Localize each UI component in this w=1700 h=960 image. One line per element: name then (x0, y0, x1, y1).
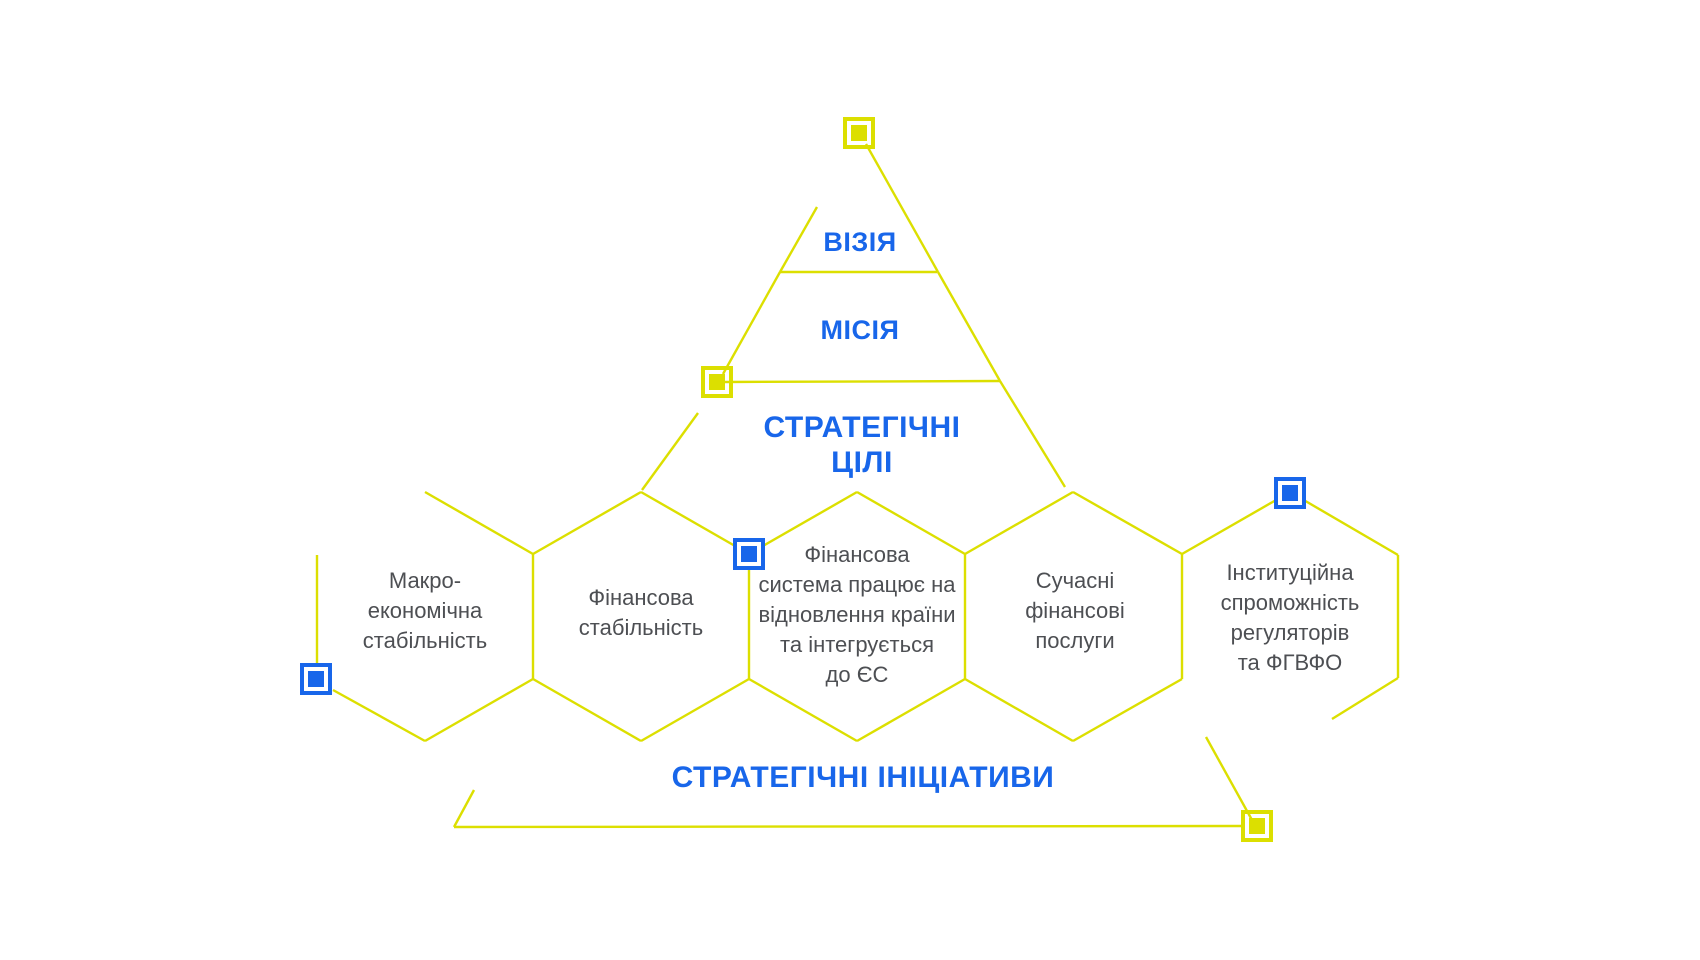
strategic-initiatives-heading: СТРАТЕГІЧНІ ІНІЦІАТИВИ (671, 761, 1055, 794)
goals-base-line (722, 379, 1001, 384)
marker-inner-square (851, 125, 867, 141)
initiatives-line (452, 789, 476, 828)
pyramid-edge-line (721, 271, 782, 375)
hexagon-edge-line (856, 677, 966, 743)
hexagon-edge-line (1289, 490, 1399, 557)
goal-finsystem-marker-icon (733, 538, 765, 570)
hexagon-edge-line (640, 677, 750, 743)
pyramid-edge-line (641, 412, 699, 491)
goal-macro-label: Макро- економічна стабільність (362, 568, 488, 653)
vision-marker-icon (843, 117, 875, 149)
mission-heading: МІСІЯ (820, 315, 900, 345)
marker-inner-square (709, 374, 725, 390)
hexagon-edge-line (424, 677, 534, 743)
hexagon-edge-line (748, 490, 858, 556)
hexagon-edge-line (532, 490, 642, 556)
marker-inner-square (1249, 818, 1265, 834)
hexagon-edge-line (748, 677, 858, 743)
vision-heading: ВІЗІЯ (823, 227, 897, 257)
strategic-goals-heading: СТРАТЕГІЧНІ ЦІЛІ (763, 411, 961, 479)
goal-institutional-marker-icon (1274, 477, 1306, 509)
goal-institutional-label: Інституційна спроможність регуляторів та… (1220, 560, 1360, 675)
hexagon-edge-line (856, 490, 966, 556)
goal-finstability-label: Фінансова стабільність (578, 585, 704, 640)
hexagon-edge-line (964, 490, 1074, 556)
marker-inner-square (308, 671, 324, 687)
hexagon-edge-line (1331, 676, 1399, 721)
goal-macro-marker-icon (300, 663, 332, 695)
pyramid-edge-line (998, 380, 1067, 488)
hexagon-edge-line (640, 490, 750, 556)
initiatives-line (453, 824, 1246, 829)
pyramid-edge-line (778, 206, 819, 273)
pyramid-edge-line (936, 271, 1002, 382)
hexagon-edge-line (1181, 490, 1291, 556)
hexagon-edge-line (1072, 677, 1183, 743)
goal-modern-services-label: Сучасні фінансові послуги (1025, 568, 1125, 653)
pyramid-edge-line (864, 143, 940, 273)
marker-inner-square (1282, 485, 1298, 501)
hexagon-edge-line (332, 688, 426, 743)
hexagon-edge-line (532, 677, 642, 743)
goal-finsystem-label: Фінансова система працює на відновлення … (758, 542, 956, 687)
initiatives-line (1204, 736, 1254, 821)
hexagon-edge-line (424, 490, 534, 556)
hexagon-edge-line (1072, 490, 1183, 556)
hexagon-edge-line (964, 677, 1074, 743)
marker-inner-square (741, 546, 757, 562)
